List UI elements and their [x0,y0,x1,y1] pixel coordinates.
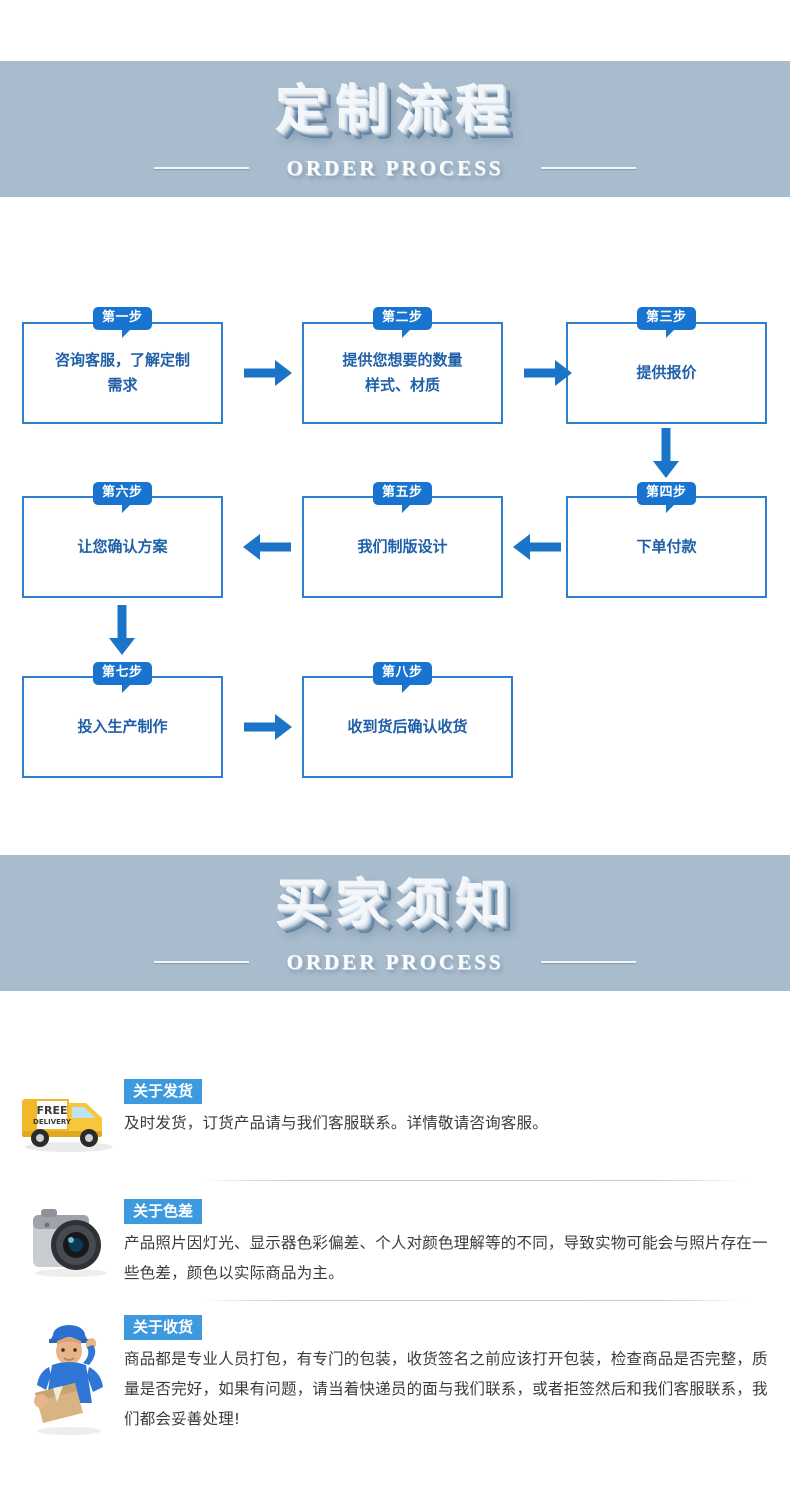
arrow-shaft [526,542,561,552]
arrow-step6-to-step7 [109,605,135,655]
arrow-shaft [117,605,127,639]
arrow-step5-to-step6 [243,534,291,560]
svg-text:DELIVERY: DELIVERY [33,1118,72,1126]
flow-step-1: 咨询客服，了解定制需求 [22,322,223,424]
banner-title: 定制流程 [274,79,515,140]
arrow-shaft [256,542,291,552]
delivery-man-icon [14,1311,124,1437]
notice-text-shipping: 及时发货，订货产品请与我们客服联系。详情敬请咨询客服。 [124,1114,548,1132]
notice-item-receiving: 关于收货 商品都是专业人员打包，有专门的包装，收货签名之前应该打开包装，检查商品… [0,1311,790,1479]
flow-step-6-label: 让您确认方案 [77,537,168,556]
flow-step-2-label: 提供您想要的数量样式、材质 [342,351,463,394]
notice-tag-color-difference: 关于色差 [124,1199,203,1224]
flow-step-2-badge: 第二步 [373,307,432,338]
flow-step-4-badge: 第四步 [637,482,696,513]
flow-step-6-badge: 第六步 [93,482,152,513]
banner-rule-left [153,167,249,169]
flow-step-7-badge: 第七步 [93,662,152,693]
notice-item-color-difference: 关于色差 产品照片因灯光、显示器色彩偏差、个人对颜色理解等的不同，导致实物可能会… [0,1195,790,1311]
banner-rule-right [541,167,637,169]
banner-subtitle-row: ORDER PROCESS [0,156,790,181]
flow-step-8-label: 收到货后确认收货 [347,717,468,736]
arrow-shaft [244,368,279,378]
flow-step-2: 提供您想要的数量样式、材质 [302,322,503,424]
flow-step-8-badge: 第八步 [373,662,432,693]
section-header-order-process: 定制流程 ORDER PROCESS [0,61,790,197]
arrow-step1-to-step2 [244,360,292,386]
banner-subtitle: ORDER PROCESS [286,155,504,180]
arrow-shaft [524,368,559,378]
flow-step-7: 投入生产制作 [22,676,223,778]
notice-item-shipping: FREE DELIVERY 关于发货 及时发货，订货产品请与我们客服联系。详情敬… [0,1075,790,1195]
arrow-step7-to-step8 [244,714,292,740]
banner-rule-right [541,961,637,963]
svg-text:FREE: FREE [36,1104,67,1117]
banner-subtitle-row: ORDER PROCESS [0,950,790,975]
notice-tag-shipping: 关于发货 [124,1079,203,1104]
arrow-head [109,638,135,655]
notice-tag-receiving: 关于收货 [124,1315,203,1340]
flow-step-3: 提供报价 [566,322,767,424]
banner-rule-left [153,961,249,963]
arrow-shaft [244,722,279,732]
arrow-head [275,360,292,386]
notice-text-receiving: 商品都是专业人员打包，有专门的包装，收货签名之前应该打开包装，检查商品是否完整，… [124,1350,768,1428]
arrow-head [275,714,292,740]
arrow-head [513,534,530,560]
camera-icon [14,1195,124,1288]
banner-title: 买家须知 [274,873,515,934]
arrow-step2-to-step3 [524,360,572,386]
arrow-head [243,534,260,560]
flow-step-1-label: 咨询客服，了解定制需求 [54,351,190,394]
arrow-shaft [661,428,671,462]
flow-step-3-badge: 第三步 [637,307,696,338]
order-process-flowchart: 咨询客服，了解定制需求 第一步 提供您想要的数量样式、材质 第二步 提供报价 第… [0,235,790,805]
section-header-buyer-notice: 买家须知 ORDER PROCESS [0,855,790,991]
arrow-step3-to-step4 [653,428,679,478]
notice-divider [200,1180,746,1181]
flow-step-3-label: 提供报价 [636,363,697,382]
notice-divider [200,1300,746,1301]
arrow-head [555,360,572,386]
banner-subtitle: ORDER PROCESS [286,949,504,974]
flow-step-4-label: 下单付款 [636,537,697,556]
flow-step-5-label: 我们制版设计 [357,537,448,556]
flow-step-5-badge: 第五步 [373,482,432,513]
notice-text-color-difference: 产品照片因灯光、显示器色彩偏差、个人对颜色理解等的不同，导致实物可能会与照片存在… [124,1234,768,1282]
arrow-step4-to-step5 [513,534,561,560]
buyer-notice-list: FREE DELIVERY 关于发货 及时发货，订货产品请与我们客服联系。详情敬… [0,1075,790,1479]
flow-step-7-label: 投入生产制作 [77,717,168,736]
delivery-truck-icon: FREE DELIVERY [14,1075,124,1153]
flow-step-8: 收到货后确认收货 [302,676,513,778]
flow-step-1-badge: 第一步 [93,307,152,338]
arrow-head [653,461,679,478]
